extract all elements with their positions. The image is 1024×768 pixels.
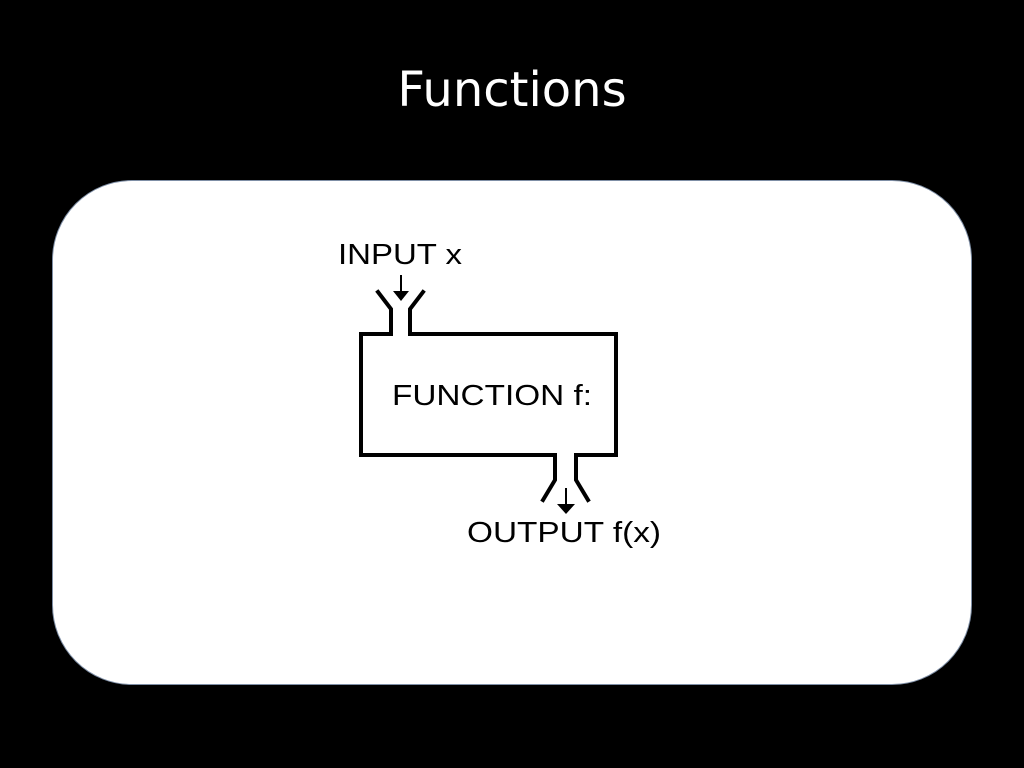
output-arrow-head [557, 504, 575, 514]
slide-title: Functions [397, 62, 627, 118]
content-panel [52, 180, 972, 685]
function-label: FUNCTION f: [392, 380, 592, 412]
input-arrow-head [393, 291, 409, 301]
input-label: INPUT x [338, 239, 463, 271]
function-box [359, 289, 618, 503]
output-label: OUTPUT f(x) [467, 517, 661, 549]
